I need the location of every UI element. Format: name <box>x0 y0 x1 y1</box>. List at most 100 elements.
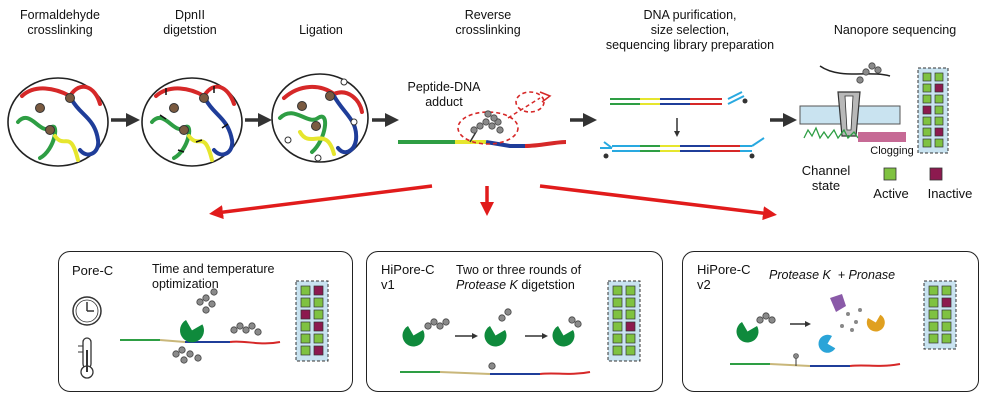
porec-desc: Time and temperature optimization <box>152 262 275 292</box>
channel-cell-active <box>612 333 623 344</box>
v2-digestion-sequence <box>730 294 901 367</box>
channel-cell-active <box>928 297 939 308</box>
channel-cell-active <box>941 321 952 332</box>
channel-cell-active <box>625 297 636 308</box>
channel-cell-active <box>922 116 932 126</box>
nucleus-digestion <box>141 77 243 167</box>
adduct-line1: Peptide-DNA <box>407 80 481 94</box>
adduct-line2: adduct <box>425 95 463 109</box>
channel-cell-active <box>300 321 311 332</box>
clogging-label: Clogging <box>862 144 922 159</box>
channel-grid-porec <box>295 280 329 362</box>
step-purification-line1: DNA purification, <box>643 8 737 22</box>
channel-cell-active <box>313 297 324 308</box>
channel-cell-active <box>612 345 623 356</box>
process-arrows <box>111 113 797 137</box>
clogging-text: Clogging <box>870 145 914 157</box>
channel-cell-active <box>941 309 952 320</box>
library-prep-fragments <box>600 91 765 159</box>
channel-state-line1: Channel <box>801 163 851 178</box>
channel-cell-active <box>922 72 932 82</box>
step-reverse-line2: crosslinking <box>455 23 521 37</box>
step-reverse-label: Reverse crosslinking <box>428 8 548 38</box>
step-digest-label: DpnII digetstion <box>145 8 235 38</box>
channel-cell-inactive <box>313 285 324 296</box>
channel-cell-inactive <box>300 309 311 320</box>
channel-state-line2: state <box>811 178 841 193</box>
step-crosslink-label: Formaldehyde crosslinking <box>0 8 120 38</box>
legend-active-label: Active <box>866 186 916 201</box>
v1-desc-line1: Two or three rounds of <box>456 263 582 277</box>
legend-active-square <box>883 167 897 181</box>
porec-dna <box>120 288 281 364</box>
channel-cell-inactive <box>941 297 952 308</box>
channel-grid-frame <box>917 67 949 154</box>
nucleus-ligation <box>271 73 369 163</box>
channel-cell-inactive <box>625 321 636 332</box>
step-digest-line2: digetstion <box>163 23 217 37</box>
channel-cell-active <box>625 285 636 296</box>
channel-cell-active <box>928 321 939 332</box>
porec-title: Pore-C <box>72 263 114 278</box>
channel-cell-active <box>612 285 623 296</box>
channel-grid-v2 <box>923 280 957 350</box>
channel-cell-active <box>934 116 944 126</box>
branch-arrows <box>209 184 777 221</box>
channel-cell-active <box>313 309 324 320</box>
peptide-dna-adduct <box>398 91 567 148</box>
v1-desc-digest: digetstion <box>517 278 575 292</box>
nucleus-crosslinking <box>7 77 109 167</box>
clock-icon <box>72 296 102 326</box>
channel-cell-active <box>941 333 952 344</box>
channel-cell-active <box>934 138 944 148</box>
channel-cell-active <box>922 127 932 137</box>
v2-title-line2: v2 <box>697 277 711 292</box>
channel-cell-active <box>922 138 932 148</box>
channel-cell-active <box>300 333 311 344</box>
channel-cell-inactive <box>922 105 932 115</box>
channel-cell-active <box>928 309 939 320</box>
channel-cell-active <box>934 94 944 104</box>
v1-desc: Two or three rounds of Protease K digets… <box>456 263 581 293</box>
channel-cell-active <box>922 94 932 104</box>
v1-digestion-sequence <box>400 308 591 375</box>
step-purification-line2: size selection, <box>650 23 730 37</box>
step-crosslink-line2: crosslinking <box>27 23 93 37</box>
v1-title-line2: v1 <box>381 277 395 292</box>
legend-inactive-label: Inactive <box>920 186 980 201</box>
channel-cell-active <box>300 285 311 296</box>
channel-grid-top <box>917 67 949 154</box>
nanopore-illustration <box>799 62 906 142</box>
channel-cell-active <box>612 297 623 308</box>
adduct-label: Peptide-DNA adduct <box>384 80 504 110</box>
channel-cell-active <box>934 105 944 115</box>
channel-cell-active <box>300 297 311 308</box>
step-digest-line1: DpnII <box>175 8 205 22</box>
channel-cell-inactive <box>934 83 944 93</box>
channel-cell-active <box>625 309 636 320</box>
channel-cell-active <box>928 333 939 344</box>
channel-cell-active <box>625 345 636 356</box>
channel-cell-active <box>612 321 623 332</box>
channel-cell-active <box>941 285 952 296</box>
porec-desc-line2: optimization <box>152 277 219 291</box>
legend-active-text: Active <box>873 186 909 201</box>
step-purification-line3: sequencing library preparation <box>605 38 775 52</box>
v1-desc-line2: Protease K digetstion <box>456 278 581 293</box>
legend-inactive-text: Inactive <box>927 186 973 201</box>
channel-cell-active <box>313 333 324 344</box>
channel-state-label: Channel state <box>796 163 856 193</box>
porec-desc-line1: Time and temperature <box>152 262 275 276</box>
step-sequencing-line1: Nanopore sequencing <box>833 23 957 37</box>
channel-cell-active <box>625 333 636 344</box>
step-purification-label: DNA purification, size selection, sequen… <box>585 8 795 53</box>
v1-desc-protease: Protease K <box>456 278 518 292</box>
channel-cell-active <box>922 83 932 93</box>
channel-cell-active <box>612 309 623 320</box>
channel-cell-inactive <box>934 127 944 137</box>
step-reverse-line1: Reverse <box>464 8 512 22</box>
v2-title: HiPore-C v2 <box>697 262 750 292</box>
step-sequencing-label: Nanopore sequencing <box>800 23 990 38</box>
step-ligation-line1: Ligation <box>299 23 343 37</box>
